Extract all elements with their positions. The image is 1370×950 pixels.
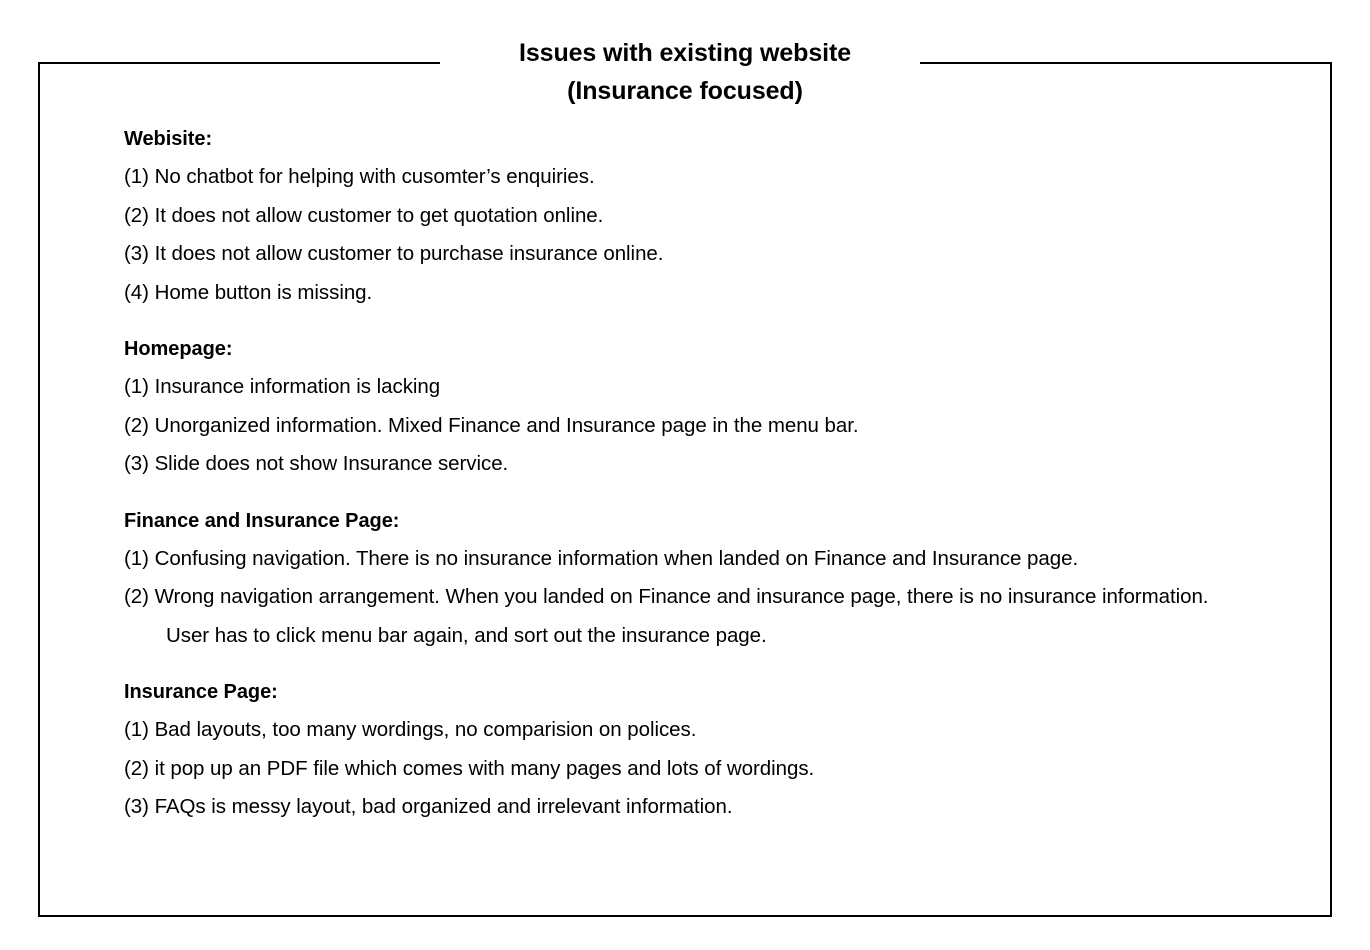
list-item: (1) Insurance information is lacking bbox=[124, 368, 1244, 407]
list-item-marker: (1) bbox=[124, 165, 149, 188]
section-homepage: Homepage: (1) Insurance information is l… bbox=[124, 330, 1244, 484]
section-heading: Finance and Insurance Page: bbox=[124, 509, 400, 532]
list-item-text: Slide does not show Insurance service. bbox=[154, 452, 509, 475]
section-heading: Insurance Page: bbox=[124, 681, 278, 703]
list-item: (1) No chatbot for helping with cusomter… bbox=[124, 158, 1244, 197]
list-item-marker: (1) bbox=[124, 375, 149, 398]
section-finance-and-insurance-page: Finance and Insurance Page: (1) Confusin… bbox=[124, 502, 1244, 656]
list-item: (2) Wrong navigation arrangement. When y… bbox=[124, 578, 1244, 655]
list-item-marker: (3) bbox=[124, 452, 149, 475]
issues-content: Webisite: (1) No chatbot for helping wit… bbox=[124, 120, 1244, 827]
list-item: (3) FAQs is messy layout, bad organized … bbox=[124, 788, 1244, 827]
list-item: (2) It does not allow customer to get qu… bbox=[124, 197, 1244, 236]
list-item: (2) it pop up an PDF file which comes wi… bbox=[124, 750, 1244, 789]
list-item-text: Bad layouts, too many wordings, no compa… bbox=[154, 718, 697, 741]
list-item: (1) Confusing navigation. There is no in… bbox=[124, 540, 1244, 579]
section-webisite: Webisite: (1) No chatbot for helping wit… bbox=[124, 120, 1244, 312]
list-item-text: No chatbot for helping with cusomter’s e… bbox=[154, 165, 595, 188]
list-item-text: Insurance information is lacking bbox=[154, 375, 441, 398]
section-heading: Homepage: bbox=[124, 338, 233, 360]
list-item-marker: (3) bbox=[124, 242, 149, 265]
list-item: (3) Slide does not show Insurance servic… bbox=[124, 445, 1244, 484]
list-item-marker: (1) bbox=[124, 546, 149, 570]
list-item-marker: (4) bbox=[124, 280, 149, 304]
list-item-marker: (3) bbox=[124, 795, 149, 818]
list-item-marker: (2) bbox=[124, 756, 149, 780]
list-item: (2) Unorganized information. Mixed Finan… bbox=[124, 407, 1244, 446]
slide-title-line-1: Issues with existing website bbox=[518, 39, 852, 67]
list-item-text: Wrong navigation arrangement. When you l… bbox=[154, 585, 1209, 647]
list-item-marker: (2) bbox=[124, 203, 149, 227]
list-item: (4) Home button is missing. bbox=[124, 274, 1244, 313]
list-item-text: It does not allow customer to purchase i… bbox=[154, 242, 664, 265]
slide-title-line-2: (Insurance focused) bbox=[567, 77, 803, 105]
list-item-marker: (2) bbox=[124, 413, 149, 437]
title-border-gap bbox=[440, 54, 920, 74]
list-item-text: Confusing navigation. There is no insura… bbox=[154, 546, 1079, 570]
list-item: (3) It does not allow customer to purcha… bbox=[124, 235, 1244, 274]
section-heading: Webisite: bbox=[124, 128, 213, 150]
list-item: (1) Bad layouts, too many wordings, no c… bbox=[124, 711, 1244, 750]
list-item-text: It does not allow customer to get quotat… bbox=[154, 203, 604, 227]
issue-list: (1) Confusing navigation. There is no in… bbox=[124, 540, 1244, 656]
list-item-marker: (2) bbox=[124, 585, 149, 608]
list-item-text: FAQs is messy layout, bad organized and … bbox=[154, 795, 733, 818]
slide-title: Issues with existing website (Insurance … bbox=[0, 34, 1370, 110]
issue-list: (1) Bad layouts, too many wordings, no c… bbox=[124, 711, 1244, 827]
list-item-text: it pop up an PDF file which comes with m… bbox=[154, 756, 815, 780]
list-item-text: Home button is missing. bbox=[154, 280, 373, 304]
list-item-marker: (1) bbox=[124, 718, 149, 741]
section-insurance-page: Insurance Page: (1) Bad layouts, too man… bbox=[124, 673, 1244, 827]
issue-list: (1) Insurance information is lacking (2)… bbox=[124, 368, 1244, 484]
issue-list: (1) No chatbot for helping with cusomter… bbox=[124, 158, 1244, 312]
list-item-text: Unorganized information. Mixed Finance a… bbox=[154, 413, 859, 437]
